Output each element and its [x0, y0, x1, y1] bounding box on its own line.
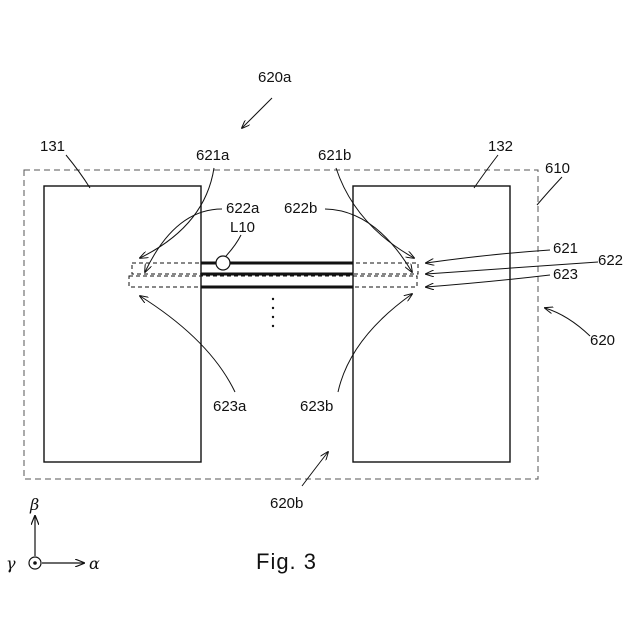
- label-l10: L10: [230, 219, 255, 236]
- marker-l10-circle: [216, 256, 230, 270]
- axis-alpha-label: α: [89, 554, 100, 573]
- label-620: 620: [590, 332, 615, 349]
- label-620b: 620b: [270, 495, 303, 512]
- continuation-dot: [272, 307, 274, 309]
- label-621a: 621a: [196, 147, 230, 164]
- leader-620a: [242, 98, 272, 128]
- continuation-dot: [272, 325, 274, 327]
- label-622b: 622b: [284, 200, 317, 217]
- label-623a: 623a: [213, 398, 247, 415]
- label-620a: 620a: [258, 69, 292, 86]
- label-622: 622: [598, 252, 623, 269]
- axis-gamma-label: γ: [6, 554, 16, 573]
- leader-131: [66, 155, 90, 188]
- label-621: 621: [553, 240, 578, 257]
- leader-620b: [302, 452, 328, 486]
- leader-620: [545, 308, 590, 336]
- axis-beta-label: β: [29, 495, 39, 514]
- continuation-dot: [272, 316, 274, 318]
- axis-gamma-dot: [33, 561, 37, 565]
- label-621b: 621b: [318, 147, 351, 164]
- electrode-131: [44, 186, 201, 462]
- leader-132: [474, 155, 498, 188]
- label-610: 610: [545, 160, 570, 177]
- leader-610: [537, 177, 562, 205]
- label-132: 132: [488, 138, 513, 155]
- label-623: 623: [553, 266, 578, 283]
- label-623b: 623b: [300, 398, 333, 415]
- label-622a: 622a: [226, 200, 260, 217]
- label-131: 131: [40, 138, 65, 155]
- marker-l10-leader: [226, 235, 241, 256]
- figure-caption: Fig. 3: [256, 549, 317, 574]
- continuation-dot: [272, 298, 274, 300]
